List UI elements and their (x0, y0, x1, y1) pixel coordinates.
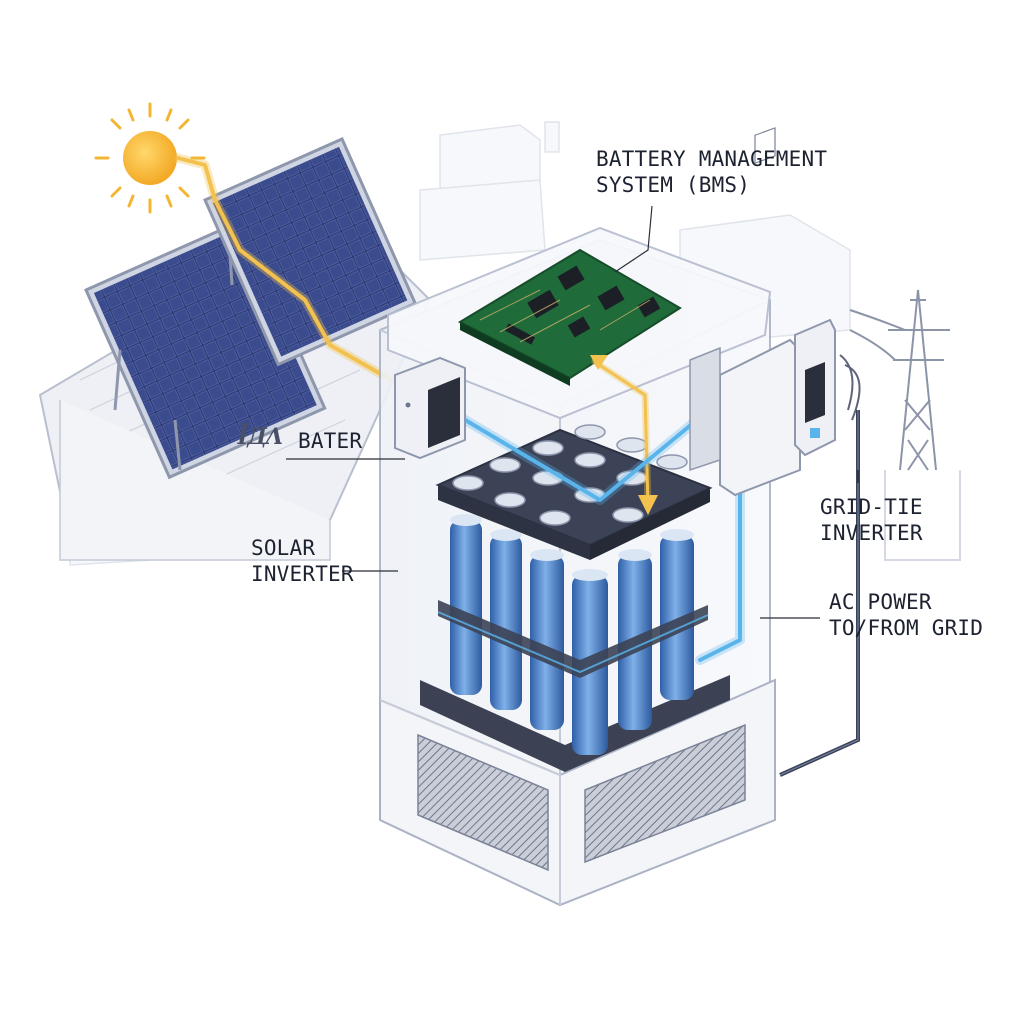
ac-label-line1: AC POWER (829, 590, 932, 614)
grid-tie-inverter-label: GRID-TIE INVERTER (820, 494, 923, 546)
solar-flow-line (173, 153, 405, 390)
bater-label: BATER (298, 428, 362, 454)
ac-power-label: AC POWER TO/FROM GRID (829, 589, 983, 641)
grid-tie-inverter-box (689, 127, 861, 497)
solar-label-line1: SOLAR (251, 536, 316, 560)
solar-label-line2: INVERTER (251, 562, 354, 586)
bater-label-text: BATER (298, 429, 363, 453)
solar-inverter-label: SOLAR INVERTER (251, 535, 354, 587)
label-leader-lines (286, 205, 859, 619)
grid-label-line2: INVERTER (820, 521, 923, 545)
bms-label-line1: BATTERY MANAGEMENT (596, 147, 828, 171)
logo-mark: ꟾДΛ (238, 424, 283, 450)
bms-flow-arrow (590, 355, 658, 515)
solar-panel-icon (84, 137, 418, 480)
sun-icon (94, 102, 206, 214)
bms-label-line2: SYSTEM (BMS) (596, 173, 751, 197)
circuit-board-icon (457, 248, 682, 386)
bms-label: BATTERY MANAGEMENT SYSTEM (BMS) (596, 146, 827, 198)
battery-cell-icon (420, 424, 730, 772)
inverter-icon (394, 356, 466, 460)
ac-grid-cable (779, 410, 860, 777)
grid-label-line1: GRID-TIE (820, 495, 923, 519)
transmission-tower-icon (849, 289, 961, 561)
ac-label-line2: TO/FROM GRID (829, 616, 984, 640)
dc-flow-line (440, 400, 745, 665)
